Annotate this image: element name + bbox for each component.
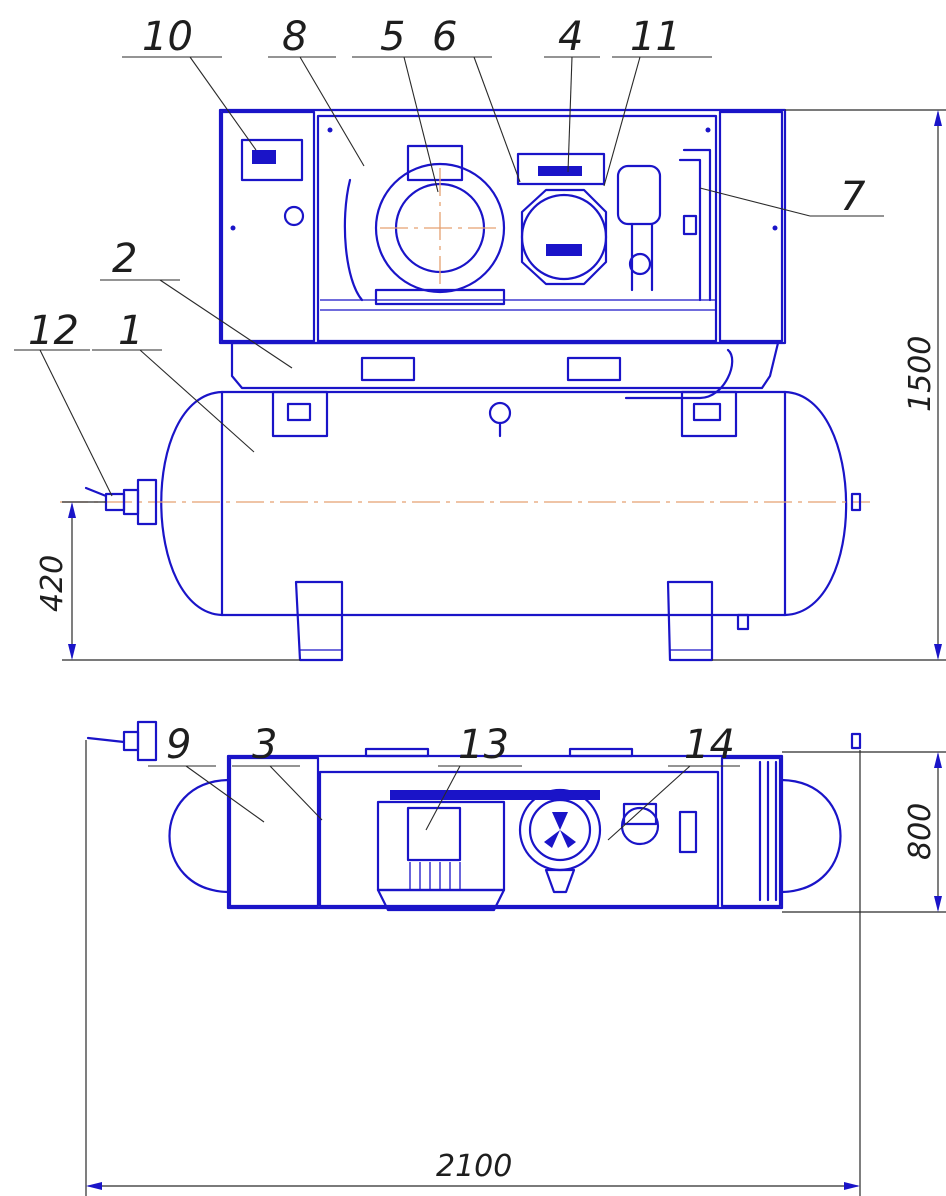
receiver-plan	[86, 720, 862, 894]
motor-plan	[376, 800, 506, 912]
dimension-800: 800	[903, 803, 938, 860]
oil-separator	[616, 164, 662, 292]
plan-view	[86, 720, 862, 912]
callout-10: 10	[142, 14, 193, 60]
callout-8: 8	[282, 14, 307, 60]
dimension-1500: 1500	[903, 336, 938, 412]
callout-3: 3	[252, 722, 277, 768]
electric-motor	[343, 144, 506, 306]
compressor-block	[516, 152, 608, 286]
callout-2: 2	[112, 236, 137, 282]
callout-6: 6	[432, 14, 457, 60]
dimension-lines	[62, 109, 946, 1196]
callout-labels: 10 8 5 6 4 11 7 2 12 1 9 3 13 14	[28, 14, 866, 768]
callout-1: 1	[118, 308, 143, 354]
enclosure	[218, 108, 787, 345]
leader-lines	[14, 56, 884, 841]
callout-5: 5	[380, 14, 405, 60]
dimension-2100: 2100	[436, 1149, 512, 1184]
callout-9: 9	[166, 722, 191, 768]
compressor-plan	[518, 788, 698, 894]
callout-4: 4	[558, 14, 583, 60]
piping	[678, 148, 712, 302]
front-view	[60, 108, 870, 662]
dimension-labels: 1500 420 800 2100	[35, 336, 938, 1184]
callout-13: 13	[458, 722, 509, 768]
callout-11: 11	[630, 14, 681, 60]
callout-7: 7	[840, 174, 866, 220]
callout-12: 12	[28, 308, 79, 354]
frame-base	[230, 341, 780, 400]
dimension-420: 420	[35, 555, 70, 612]
receiver-tank	[60, 390, 870, 662]
enclosure-plan	[226, 747, 784, 910]
callout-14: 14	[684, 722, 735, 768]
